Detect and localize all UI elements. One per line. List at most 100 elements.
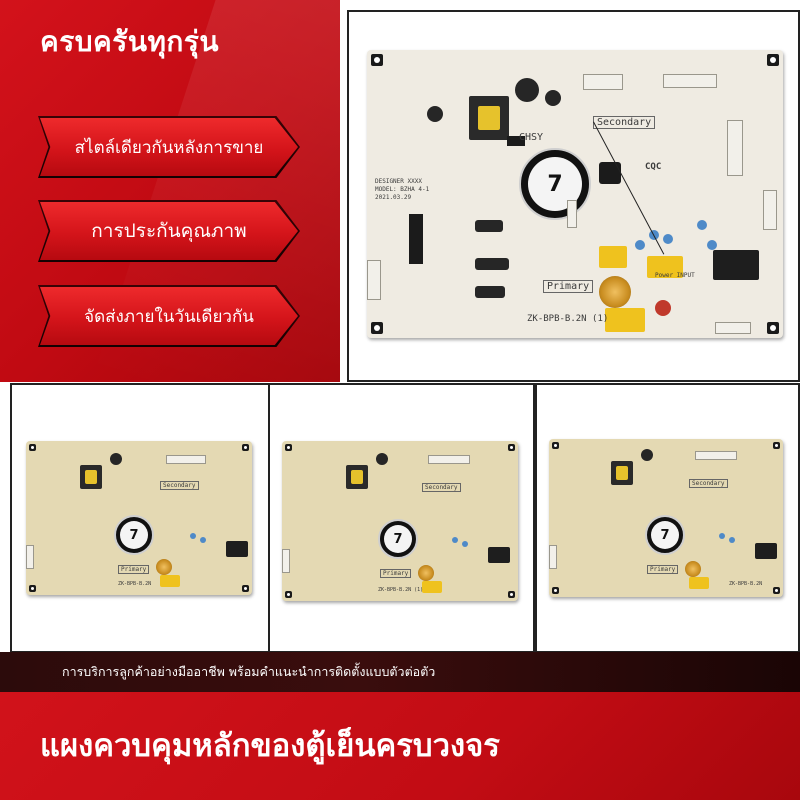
mounting-hole bbox=[371, 322, 383, 334]
pcb-board: 7 Secondary Primary ZK-BPB-B.2N bbox=[549, 439, 783, 597]
mounting-hole bbox=[552, 587, 559, 594]
mounting-hole bbox=[508, 591, 515, 598]
isolation-line bbox=[593, 121, 665, 255]
silk-label-model: ZK-BPB-B.2N bbox=[729, 581, 763, 587]
inductor-coil bbox=[156, 559, 172, 575]
electrolytic-capacitor bbox=[515, 78, 539, 102]
electrolytic-capacitor bbox=[376, 453, 388, 465]
heatsink bbox=[409, 214, 423, 264]
blue-capacitor bbox=[707, 240, 717, 250]
electrolytic-capacitor bbox=[475, 220, 503, 232]
yellow-capacitor bbox=[160, 575, 180, 587]
product-thumbnail-1: 7 Secondary Primary ZK-BPB-B.2N bbox=[10, 383, 270, 653]
silk-label-primary: Primary bbox=[543, 280, 594, 293]
pcb-board: 7 Secondary CHSY Primary ZK-BPB-B.2N (1)… bbox=[367, 50, 783, 338]
pcb-board: 7 Secondary Primary ZK-BPB-B.2N bbox=[26, 441, 252, 595]
capacitor-number: 7 bbox=[393, 531, 403, 547]
product-thumbnail-3: 7 Secondary Primary ZK-BPB-B.2N bbox=[535, 383, 800, 653]
connector bbox=[282, 549, 290, 573]
footer-title: แผงควบคุมหลักของตู้เย็นครบวงจร bbox=[40, 728, 500, 764]
mounting-hole bbox=[242, 585, 249, 592]
blue-capacitor bbox=[697, 220, 707, 230]
silk-label-model: ZK-BPB-B.2N (1) bbox=[378, 587, 424, 593]
connector bbox=[26, 545, 34, 569]
mounting-hole bbox=[767, 322, 779, 334]
silk-label-model-code: MODEL: BZHA 4-1 bbox=[375, 186, 430, 193]
yellow-capacitor bbox=[422, 581, 442, 593]
connector bbox=[763, 190, 777, 230]
silk-label-cqc: CQC bbox=[645, 162, 662, 172]
connector bbox=[549, 545, 557, 569]
electrolytic-capacitor bbox=[475, 258, 509, 270]
yellow-capacitor bbox=[599, 246, 627, 268]
relay bbox=[755, 543, 777, 559]
main-product-image: 7 Secondary CHSY Primary ZK-BPB-B.2N (1)… bbox=[347, 10, 800, 382]
connector bbox=[166, 455, 206, 464]
connector bbox=[715, 322, 751, 334]
inductor-coil bbox=[599, 276, 631, 308]
silk-label-secondary: Secondary bbox=[422, 483, 461, 492]
capacitor-number: 7 bbox=[660, 527, 670, 543]
yellow-capacitor bbox=[647, 256, 683, 278]
inductor-coil bbox=[418, 565, 434, 581]
blue-capacitor bbox=[635, 240, 645, 250]
feature-label: การประกันคุณภาพ bbox=[91, 220, 247, 242]
capacitor-number: 7 bbox=[129, 527, 139, 543]
relay bbox=[488, 547, 510, 563]
relay bbox=[713, 250, 759, 280]
mounting-hole bbox=[285, 444, 292, 451]
yellow-capacitor bbox=[605, 308, 645, 332]
transformer bbox=[611, 461, 633, 485]
banner-title: ครบครันทุกรุ่น bbox=[40, 25, 220, 58]
service-caption: การบริการลูกค้าอย่างมืออาชีพ พร้อมคำแนะน… bbox=[62, 664, 436, 679]
electrolytic-capacitor bbox=[641, 449, 653, 461]
relay bbox=[226, 541, 248, 557]
electrolytic-capacitor bbox=[110, 453, 122, 465]
yellow-capacitor bbox=[689, 577, 709, 589]
blue-capacitor bbox=[190, 533, 196, 539]
blue-capacitor bbox=[663, 234, 673, 244]
blue-capacitor bbox=[452, 537, 458, 543]
silk-label-primary: Primary bbox=[380, 569, 412, 578]
promo-panel: ครบครันทุกรุ่น สไตล์เดียวกันหลังการขาย ก… bbox=[0, 0, 466, 446]
mounting-hole bbox=[285, 591, 292, 598]
feature-label: สไตล์เดียวกันหลังการขาย bbox=[74, 137, 264, 158]
mounting-hole bbox=[371, 54, 383, 66]
electrolytic-capacitor bbox=[475, 286, 505, 298]
connector bbox=[367, 260, 381, 300]
connector bbox=[663, 74, 717, 88]
silk-label-model: ZK-BPB-B.2N (1) bbox=[527, 314, 609, 324]
varistor bbox=[655, 300, 671, 316]
connector bbox=[567, 200, 577, 228]
silk-label-designer: DESIGNER XXXX bbox=[375, 178, 422, 185]
blue-capacitor bbox=[200, 537, 206, 543]
mounting-hole bbox=[29, 585, 36, 592]
capacitor-number: 7 bbox=[547, 171, 563, 197]
feature-label: จัดส่งภายในวันเดียวกัน bbox=[84, 306, 254, 327]
silk-label-model: ZK-BPB-B.2N bbox=[118, 581, 152, 587]
feature-ribbon-after-sales: สไตล์เดียวกันหลังการขาย bbox=[38, 116, 300, 178]
service-caption-bar: การบริการลูกค้าอย่างมืออาชีพ พร้อมคำแนะน… bbox=[0, 652, 800, 692]
ic-chip bbox=[599, 162, 621, 184]
silk-label-date: 2021.03.29 bbox=[375, 194, 412, 201]
connector bbox=[428, 455, 470, 464]
silk-label-secondary: Secondary bbox=[689, 479, 728, 488]
mounting-hole bbox=[242, 444, 249, 451]
silk-label-secondary: Secondary bbox=[593, 116, 656, 129]
silk-label-primary: Primary bbox=[118, 565, 150, 574]
mounting-hole bbox=[552, 442, 559, 449]
transformer bbox=[346, 465, 368, 489]
transformer bbox=[469, 96, 509, 140]
mounting-hole bbox=[508, 444, 515, 451]
mounting-hole bbox=[29, 444, 36, 451]
silk-label-primary: Primary bbox=[647, 565, 679, 574]
transformer bbox=[80, 465, 102, 489]
silk-label-brand: CHSY bbox=[519, 132, 544, 143]
blue-capacitor bbox=[462, 541, 468, 547]
large-capacitor: 7 bbox=[378, 519, 418, 559]
feature-ribbon-quality: การประกันคุณภาพ bbox=[38, 200, 300, 262]
ic-chip bbox=[507, 136, 525, 146]
mounting-hole bbox=[773, 587, 780, 594]
silk-label-power-input: Power INPUT bbox=[655, 272, 695, 279]
large-capacitor: 7 bbox=[645, 515, 685, 555]
